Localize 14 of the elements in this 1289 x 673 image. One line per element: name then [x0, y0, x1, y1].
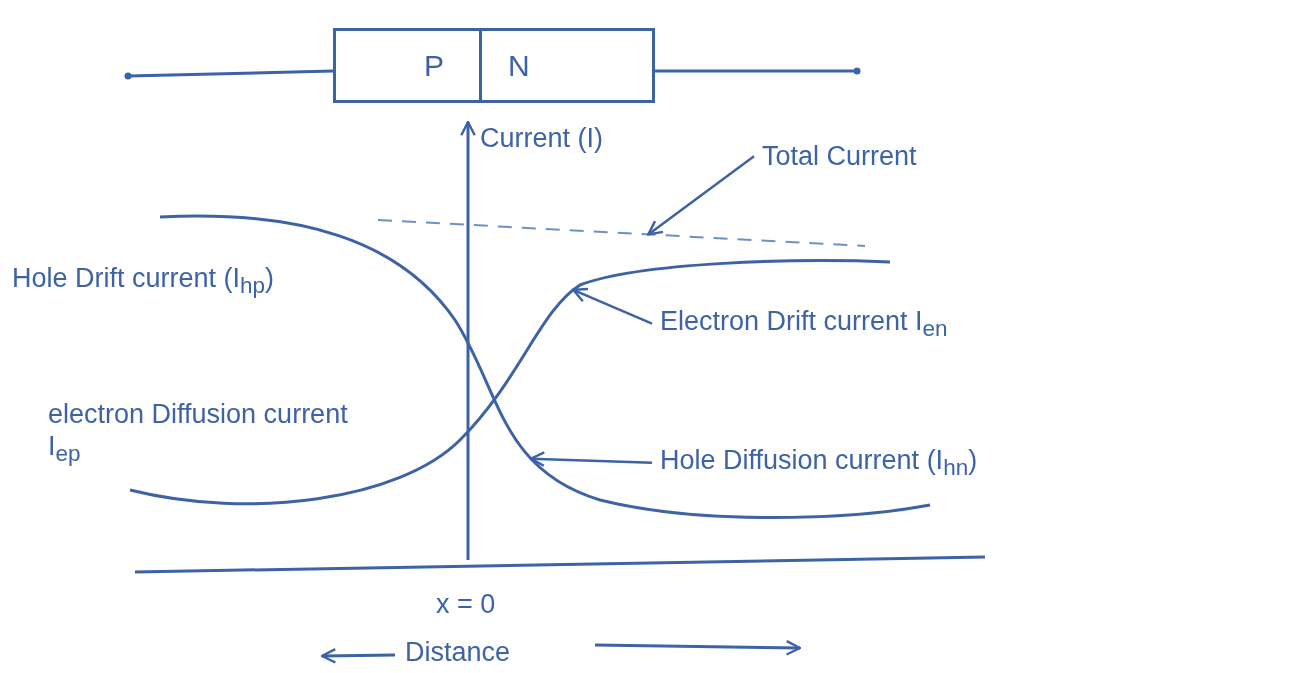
- leader-arrow: [647, 155, 755, 236]
- diode-box: [333, 28, 655, 103]
- leader-arrow: [572, 287, 653, 325]
- callout-text: Hole Diffusion current (I$_{hn}$): [660, 444, 1220, 482]
- leader-arrow: [529, 451, 653, 467]
- region-label: P: [424, 49, 444, 83]
- callout-text: Total Current: [762, 140, 917, 173]
- callout-text: Electron Drift current I$_{en}$: [660, 305, 1090, 343]
- curve-label: electron Diffusion current I$_{ep}$: [48, 398, 348, 468]
- axis-label: Distance: [405, 636, 511, 669]
- axis-label: Current (I): [480, 122, 604, 155]
- curve-label: Hole Drift current (I$_{hp}$): [12, 262, 276, 300]
- origin-label: x = 0: [436, 588, 496, 621]
- region-label: N: [508, 49, 530, 83]
